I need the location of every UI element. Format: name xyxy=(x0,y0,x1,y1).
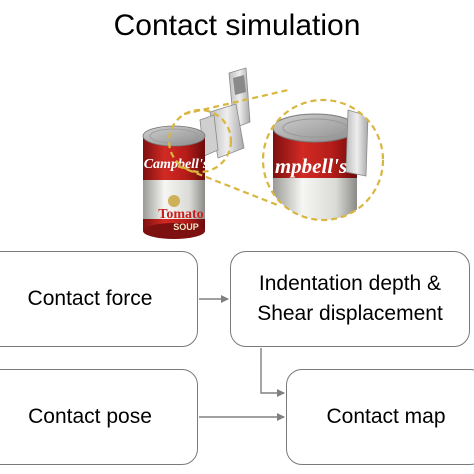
contact-force-box: Contact force xyxy=(0,251,198,347)
zoom-brand-text: mpbell's xyxy=(275,154,347,178)
contact-pose-box: Contact pose xyxy=(0,369,198,465)
can-variety-text: Tomato xyxy=(158,207,203,222)
indentation-depth-label: Indentation depth & xyxy=(258,272,442,295)
zoom-circle xyxy=(261,98,385,222)
arrow-depth-to-map xyxy=(260,348,285,397)
can-soup-text: SOUP xyxy=(173,222,199,232)
soup-can-icon: Campbell's Tomato SOUP xyxy=(142,125,209,239)
zoom-callout xyxy=(167,88,289,208)
shear-displacement-label: Shear displacement xyxy=(257,302,443,325)
contact-map-label: Contact map xyxy=(326,405,446,428)
contact-map-box: Contact map xyxy=(286,369,474,465)
diagram-title: Contact simulation xyxy=(113,9,361,42)
contact-force-label: Contact force xyxy=(27,287,153,310)
can-brand-text: Campbell's xyxy=(144,157,209,172)
indentation-shear-box: Indentation depth & Shear displacement xyxy=(230,251,470,347)
zoomed-contact-view: mpbell's xyxy=(263,100,383,220)
contact-pose-label: Contact pose xyxy=(28,405,152,428)
